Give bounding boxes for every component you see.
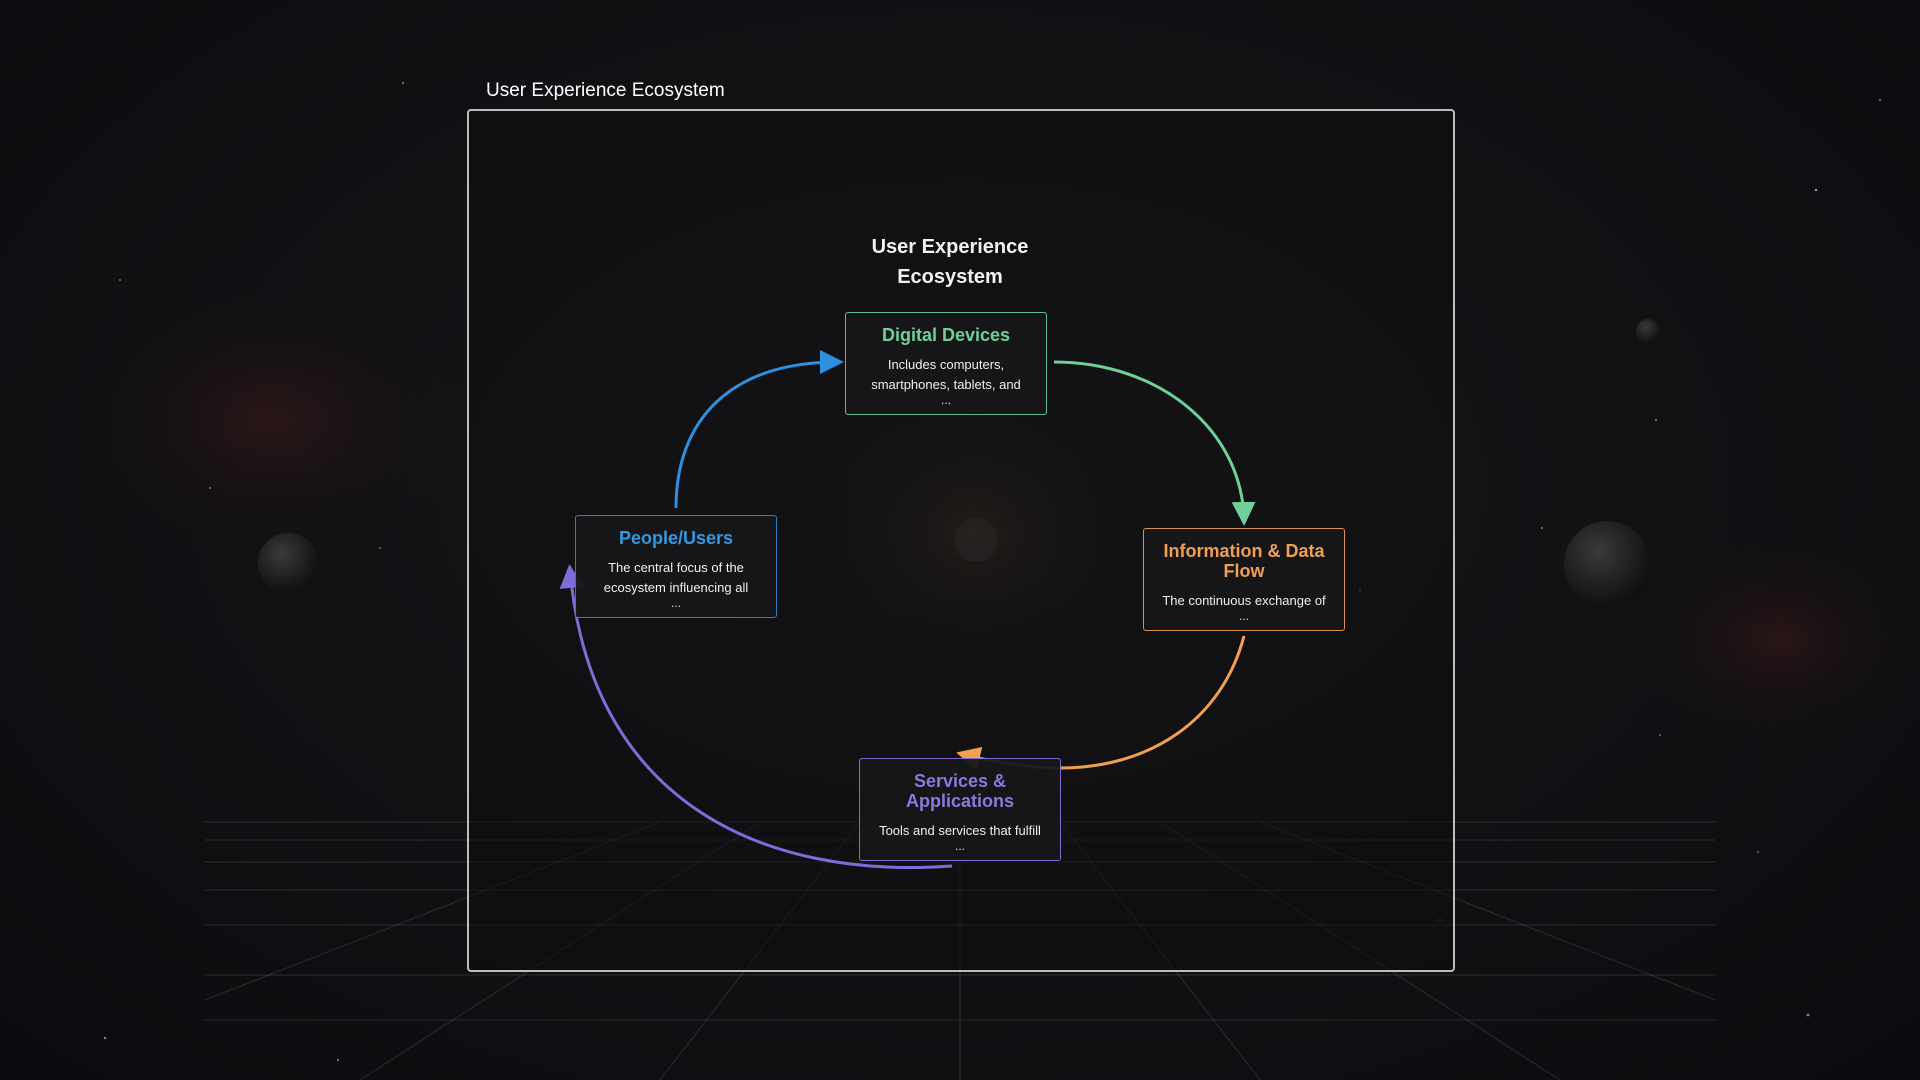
node-digital-devices[interactable]: Digital Devices Includes computers, smar… (845, 312, 1047, 415)
node-title: Digital Devices (854, 325, 1038, 345)
node-more: ... (854, 395, 1038, 405)
node-title: Services & Applications (868, 771, 1052, 811)
node-more: ... (584, 598, 768, 608)
node-description: Includes computers, smartphones, tablets… (854, 355, 1038, 395)
edge-devices-to-info (1054, 362, 1244, 520)
node-more: ... (868, 841, 1052, 851)
node-title: Information & Data Flow (1152, 541, 1336, 581)
node-description: The continuous exchange of (1152, 591, 1336, 611)
node-more: ... (1152, 611, 1336, 621)
node-description: The central focus of the ecosystem influ… (584, 558, 768, 598)
edge-info-to-services (962, 636, 1244, 768)
edge-people-to-devices (676, 362, 838, 508)
node-information-data-flow[interactable]: Information & Data Flow The continuous e… (1143, 528, 1345, 631)
diagram-title: User Experience Ecosystem (840, 232, 1060, 292)
node-services-applications[interactable]: Services & Applications Tools and servic… (859, 758, 1061, 861)
node-description: Tools and services that fulfill (868, 821, 1052, 841)
node-title: People/Users (584, 528, 768, 548)
node-people-users[interactable]: People/Users The central focus of the ec… (575, 515, 777, 618)
